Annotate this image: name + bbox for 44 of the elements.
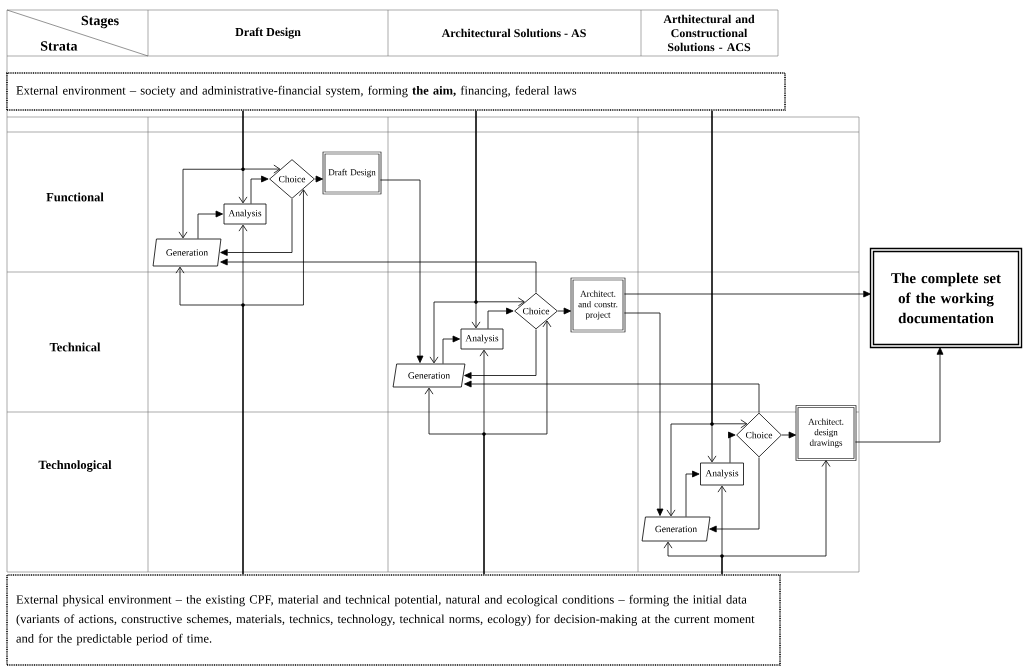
column-heading: Arthitectural and Constructional Solutions - ACS (663, 14, 755, 52)
connector-arrow (464, 329, 537, 379)
column-heading: Draft Design (235, 27, 301, 39)
connector-arrow (197, 210, 223, 239)
connector-arrow (429, 110, 477, 364)
environment-box: External physical environment – the existing CPF, material and technical potential, natural and ecological conditions – forming the initial data (variants of actions, constructive schemes, materials, technics, technology, technical norms, ecology) for decision-making at the current moment and for the predictable period of time. (6, 574, 781, 666)
row-heading: Technological (38, 460, 112, 472)
analysis-box: Analysis (460, 328, 504, 350)
result-box: Draft Design (322, 151, 382, 195)
connector-arrow (220, 198, 293, 256)
connector-arrow (709, 457, 760, 533)
connector-arrow (379, 179, 424, 363)
analysis-box: Analysis (700, 462, 744, 486)
connector-arrow (727, 431, 736, 463)
generation-parallelogram: Generation (152, 238, 222, 267)
connector-arrow (464, 380, 760, 413)
connector-arrow (442, 335, 460, 364)
connector-arrow (557, 307, 572, 315)
connector-arrow (685, 470, 700, 517)
connector-arrow (854, 347, 944, 443)
connector-arrow (623, 312, 664, 516)
analysis-box: Analysis (223, 203, 267, 225)
connector-arrow (781, 431, 797, 439)
connector-arrow (483, 320, 552, 575)
generation-parallelogram: Generation (392, 363, 466, 388)
connector-arrow (178, 110, 244, 239)
connector-arrow (314, 175, 324, 183)
result-box: Architect. and constr. project (570, 277, 626, 333)
strata-heading: Strata (40, 41, 78, 51)
connector-arrow (220, 258, 537, 293)
result-box: Architect. design drawings (795, 405, 857, 461)
connector-arrow (721, 460, 831, 575)
stage-heading: Stages (81, 15, 119, 29)
row-heading: Functional (46, 192, 104, 202)
environment-box: External environment – society and administrative-financial system, forming the aim, financing, federal laws (6, 72, 786, 111)
column-heading: Architectural Solutions - AS (441, 28, 586, 38)
final-result-box: The complete set of the working documentation (869, 247, 1023, 349)
connector-arrow (242, 189, 308, 575)
row-heading: Technical (49, 342, 101, 352)
generation-parallelogram: Generation (641, 516, 711, 542)
connector-arrow (666, 110, 713, 517)
connector-arrow (623, 290, 871, 298)
connector-arrow (487, 307, 514, 329)
connector-arrow (250, 175, 269, 204)
